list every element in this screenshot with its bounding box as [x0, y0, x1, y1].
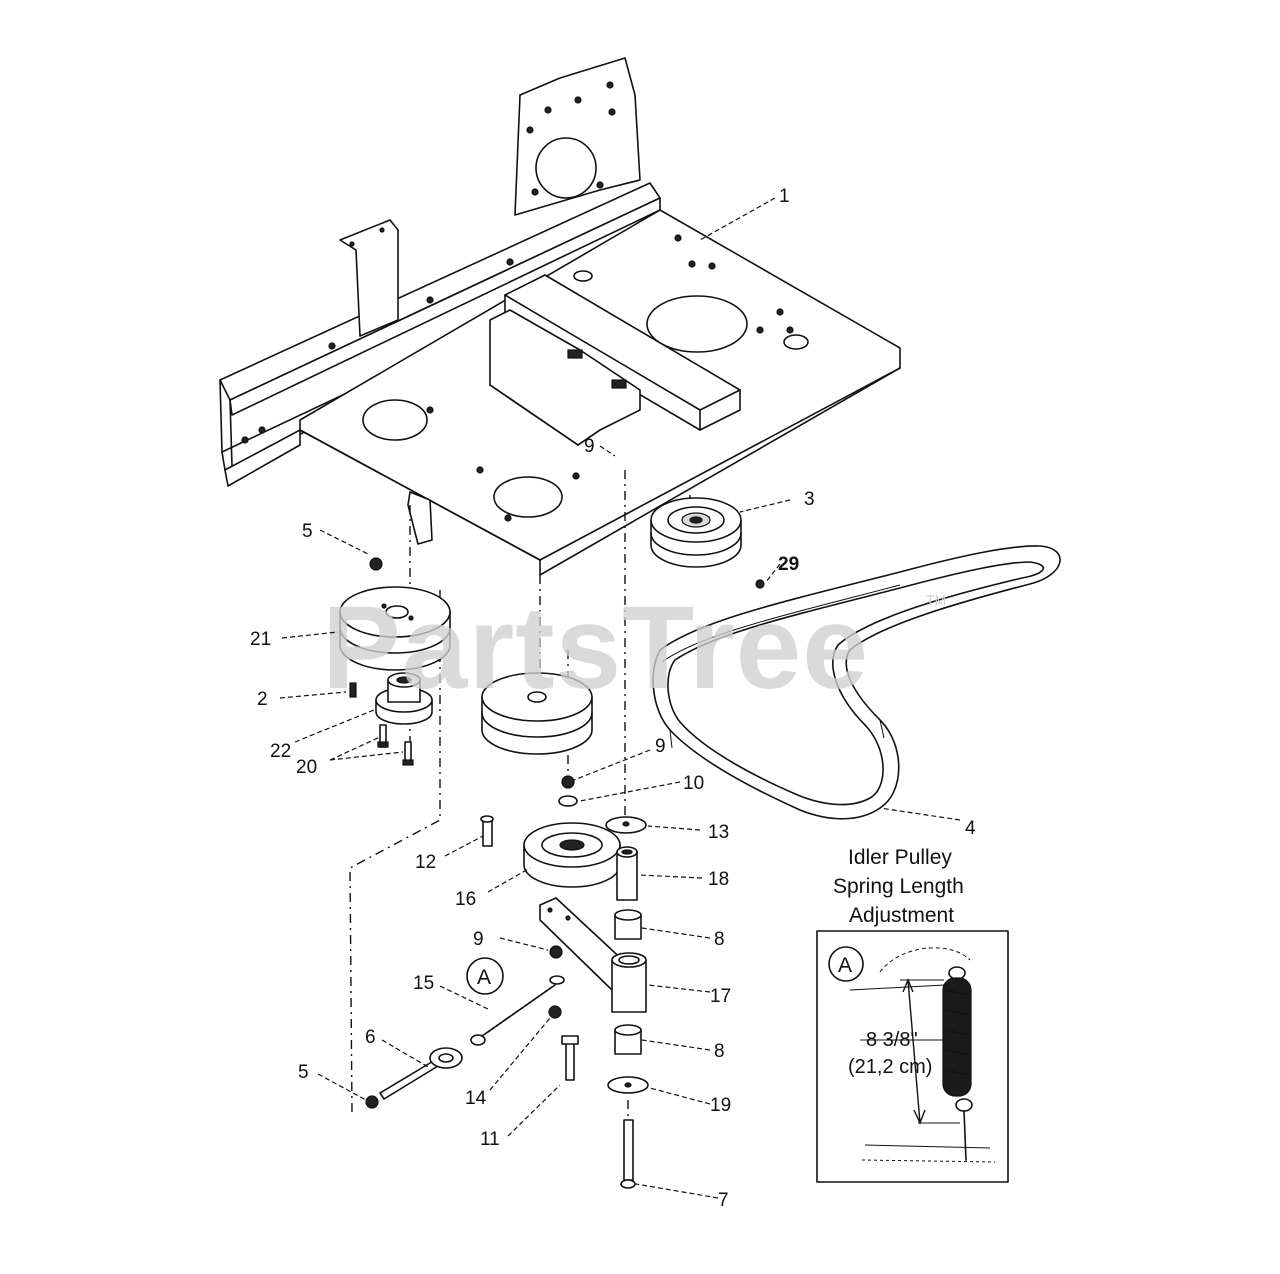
pulley-hub-22 — [349, 557, 433, 725]
inset-title-line-1: Idler Pulley — [848, 846, 952, 869]
inset-title-line-2: Spring Length — [833, 875, 964, 898]
spring-15 — [470, 984, 556, 1046]
callout-10: 10 — [683, 773, 704, 794]
callout-13: 13 — [708, 822, 729, 843]
inset-dimension-imperial: 8 3/8" — [866, 1029, 918, 1051]
inset-spring-adjustment: Idler Pulley Spring Length Adjustment A … — [816, 846, 1009, 1183]
callout-12: 12 — [415, 852, 436, 873]
inset-dimension-metric: (21,2 cm) — [848, 1056, 932, 1078]
bolts-20 — [377, 724, 414, 766]
callout-8: 8 — [714, 1041, 725, 1062]
inset-marker: A — [838, 954, 852, 977]
callout-5: 5 — [302, 521, 313, 542]
detail-marker-a-label: A — [477, 966, 491, 989]
callout-3: 3 — [804, 489, 815, 510]
pulley-3 — [650, 497, 765, 589]
callout-11: 11 — [480, 1129, 500, 1150]
watermark-text: PartsTree — [322, 582, 869, 714]
callout-14: 14 — [465, 1088, 487, 1109]
chassis-frame — [219, 57, 901, 576]
callout-4: 4 — [965, 818, 976, 839]
leader-lines — [279, 197, 961, 1199]
eyebolt-6 — [365, 1047, 463, 1109]
callout-7: 7 — [718, 1190, 729, 1211]
callout-9: 9 — [473, 929, 484, 950]
callout-17: 17 — [710, 986, 731, 1007]
callout-15: 15 — [413, 973, 434, 994]
callout-21: 21 — [250, 629, 271, 650]
callout-22: 22 — [270, 741, 291, 762]
idler-assembly — [480, 775, 649, 1189]
center-pulley — [481, 672, 593, 755]
callout-19: 19 — [710, 1095, 731, 1116]
watermark: PartsTree TM — [322, 582, 946, 714]
inset-frame — [816, 930, 1009, 1183]
callout-9: 9 — [655, 736, 666, 757]
callout-8: 8 — [714, 929, 725, 950]
pulley-21 — [339, 586, 451, 671]
inset-title-line-3: Adjustment — [849, 904, 954, 927]
callout-16: 16 — [455, 889, 476, 910]
assembly-center-lines — [349, 470, 691, 1120]
callout-5: 5 — [298, 1062, 309, 1083]
callout-29: 29 — [778, 554, 799, 575]
detail-marker-a: A — [466, 957, 504, 995]
callout-18: 18 — [708, 869, 729, 890]
drive-belt-4 — [652, 545, 1061, 820]
callout-9: 9 — [584, 436, 595, 457]
callout-20: 20 — [296, 757, 317, 778]
callout-labels: 1 9 3 29 5 21 2 22 20 9 10 13 4 12 18 16… — [250, 186, 976, 1211]
callout-1: 1 — [779, 186, 790, 207]
callout-6: 6 — [365, 1027, 376, 1048]
watermark-trademark: TM — [926, 592, 946, 608]
callout-2: 2 — [257, 689, 268, 710]
